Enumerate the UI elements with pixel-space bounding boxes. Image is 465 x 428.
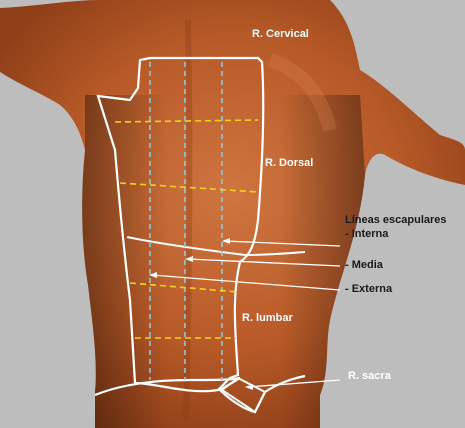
label-externa: - Externa xyxy=(345,283,392,295)
label-cervical: R. Cervical xyxy=(252,28,309,40)
label-dorsal: R. Dorsal xyxy=(265,157,313,169)
spine-groove xyxy=(186,20,189,420)
label-media: - Media xyxy=(345,259,383,271)
label-interna: - Interna xyxy=(345,228,388,240)
label-scapular-title: Líneas escapulares xyxy=(345,214,447,226)
label-lumbar: R. lumbar xyxy=(242,312,293,324)
label-sacra: R. sacra xyxy=(348,370,391,382)
